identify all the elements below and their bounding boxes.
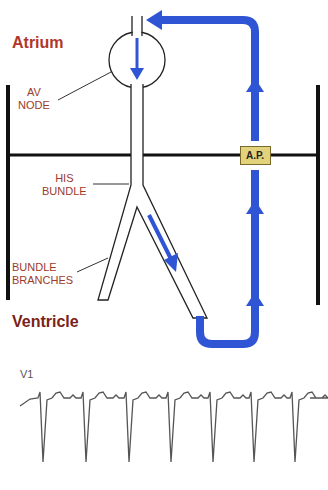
part-label: AV NODE [18,86,50,111]
conduction-arrow [149,215,171,259]
arrow-head [246,292,264,306]
lead-label: V1 [20,368,33,381]
arrow-head [246,78,264,92]
leader-line [93,184,129,185]
conduction-arrow [136,38,139,70]
region-label: Ventricle [12,313,79,331]
leader-line [77,258,108,272]
leader-line [58,72,111,100]
reentry-path [158,20,255,141]
arrow-head [246,200,264,214]
arrow-head [164,253,178,272]
pathway-box: A.P. [240,146,271,165]
arrow-head [146,10,162,30]
neck-fill [133,16,142,38]
left-bar [6,85,10,300]
atrial-inflow-neck [132,16,142,36]
av-node-circle [109,32,165,88]
part-label: BUNDLE BRANCHES [12,261,73,286]
his-bundle-branches [98,84,207,318]
box-label: A.P. [246,150,264,161]
reentry-path [200,170,255,344]
av-plane-line [8,154,318,157]
right-bar [316,85,320,305]
arrow-head [130,68,144,80]
region-label: Atrium [12,34,64,52]
part-label: HIS BUNDLE [42,172,87,197]
ecg-trace [20,392,328,462]
